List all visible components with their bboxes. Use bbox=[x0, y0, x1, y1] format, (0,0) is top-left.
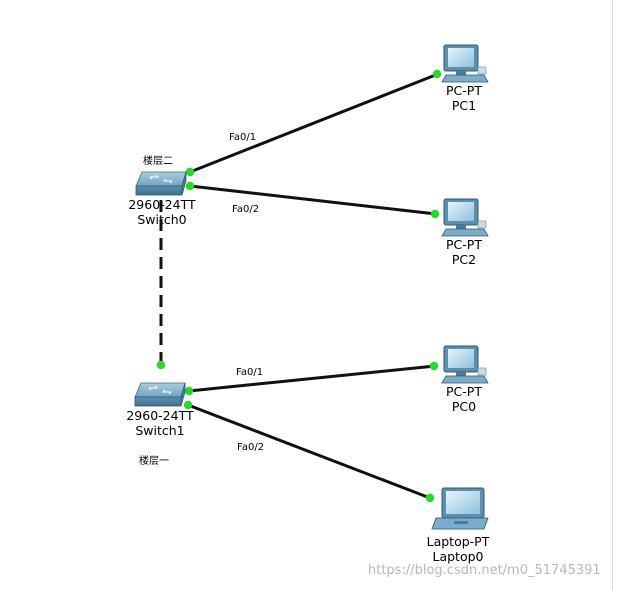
pc-icon[interactable] bbox=[441, 44, 489, 83]
laptop-icon[interactable] bbox=[431, 487, 489, 530]
switch-icon[interactable] bbox=[135, 171, 187, 196]
device-name: Switch0 bbox=[137, 212, 187, 227]
device-name: PC0 bbox=[451, 399, 477, 414]
device-label-pc1: PC-PT PC1 bbox=[429, 83, 499, 113]
link-switch1-pc0 bbox=[188, 364, 436, 393]
floor-label: 楼层一 bbox=[139, 456, 169, 467]
link-switch0-pc1 bbox=[189, 72, 439, 174]
canvas-edge bbox=[612, 0, 613, 590]
link-status-dots bbox=[156, 69, 442, 503]
port-label: Fa0/2 bbox=[237, 442, 265, 453]
device-label-pc0: PC-PT PC0 bbox=[429, 384, 499, 414]
device-label-switch0: 2960-24TT Switch0 bbox=[120, 197, 204, 227]
device-label-laptop0: Laptop-PT Laptop0 bbox=[418, 534, 498, 564]
device-model: PC-PT bbox=[446, 237, 482, 252]
device-name: Switch1 bbox=[135, 423, 185, 438]
link-switch0-pc2 bbox=[189, 184, 437, 216]
device-name: PC2 bbox=[451, 252, 477, 267]
device-label-switch1: 2960-24TT Switch1 bbox=[118, 408, 202, 438]
floor-label: 楼层二 bbox=[143, 156, 173, 167]
port-label: Fa0/1 bbox=[236, 367, 264, 378]
device-model: 2960-24TT bbox=[126, 408, 194, 423]
device-label-pc2: PC-PT PC2 bbox=[429, 237, 499, 267]
watermark: https://blog.csdn.net/m0_51745391 bbox=[368, 563, 601, 578]
port-label: Fa0/1 bbox=[229, 132, 257, 143]
link-switch1-laptop0 bbox=[187, 403, 431, 500]
pc-icon[interactable] bbox=[441, 198, 489, 237]
device-name: Laptop0 bbox=[432, 549, 484, 564]
device-name: PC1 bbox=[451, 98, 477, 113]
device-model: Laptop-PT bbox=[426, 534, 490, 549]
port-label: Fa0/2 bbox=[232, 204, 260, 215]
switch-icon[interactable] bbox=[134, 382, 186, 407]
pc-icon[interactable] bbox=[441, 345, 489, 384]
device-model: 2960-24TT bbox=[128, 197, 196, 212]
device-model: PC-PT bbox=[446, 83, 482, 98]
device-model: PC-PT bbox=[446, 384, 482, 399]
